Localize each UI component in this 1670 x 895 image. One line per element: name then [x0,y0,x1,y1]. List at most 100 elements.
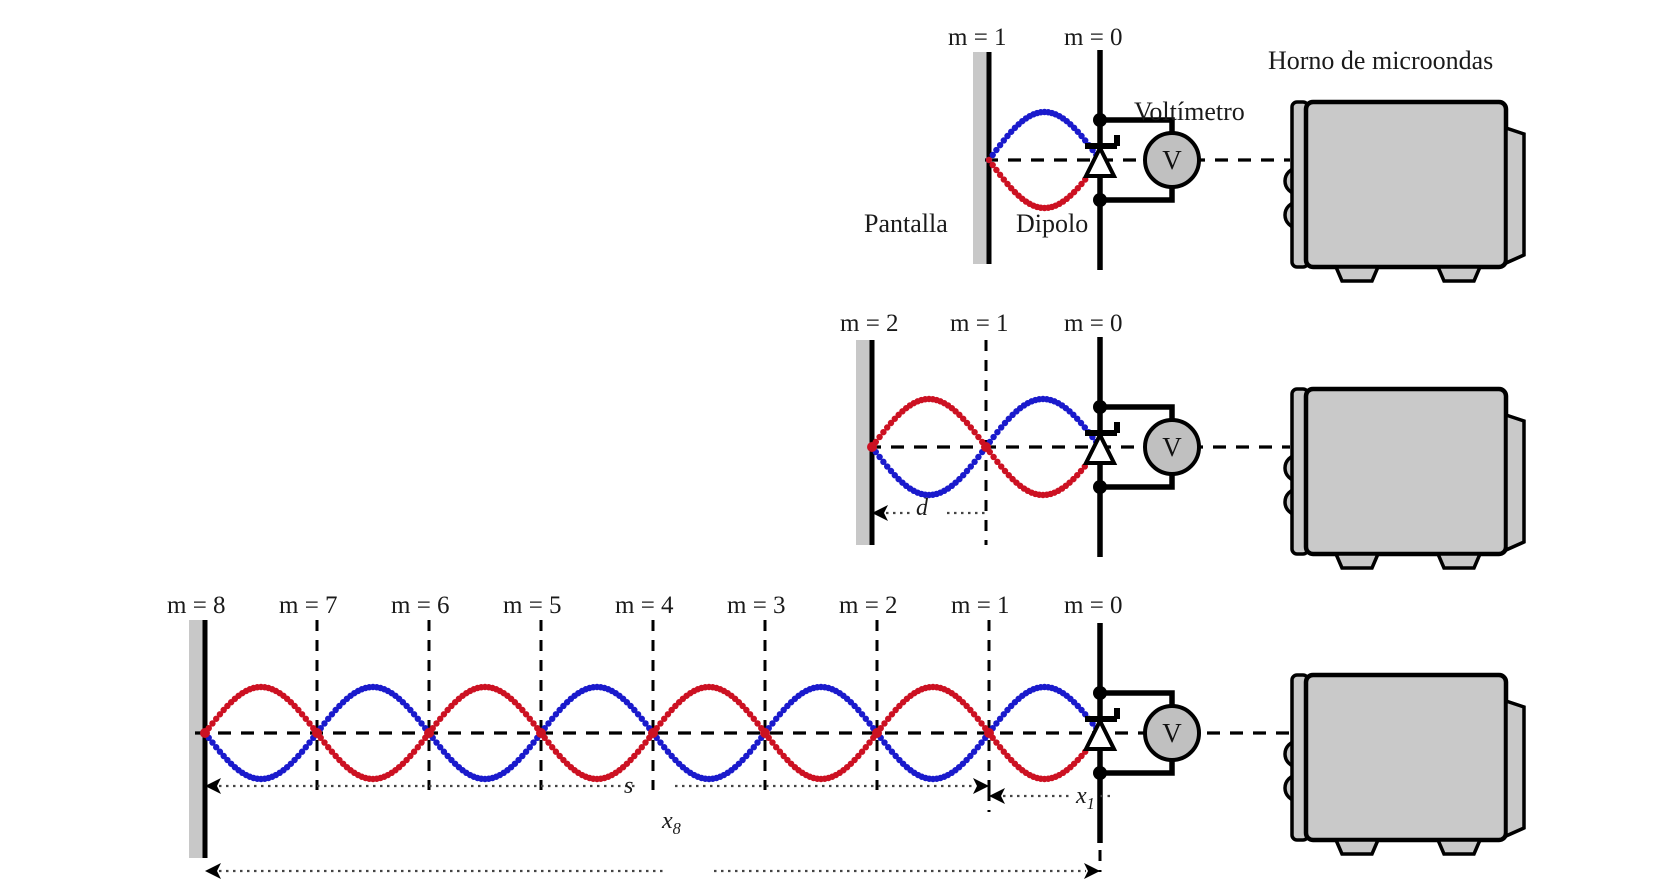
oven-body [1303,672,1509,843]
wave-lobe-down-p2-4 [537,729,657,783]
wave-lobe-red-p1-1 [868,395,990,451]
screen-slab [189,620,205,858]
order-label-p2-m2: m = 2 [839,592,898,619]
wave-lobe-up-p2-1 [201,683,321,737]
screen-p2 [189,620,208,858]
wave-lobe-blue-p1-1 [868,443,990,499]
node-dot-p2-0 [200,728,210,738]
wave-lobe-blue-p1-2 [982,395,1104,451]
order-label-p2-m3: m = 3 [727,592,786,619]
wire-bottom [1100,759,1175,776]
wave-lobe-red-p0-1 [985,156,1104,212]
dimension-x1 [989,788,1110,804]
wave-lobe-up-p2-2 [313,683,433,737]
screen-caption: Pantalla [864,209,948,238]
screen-slab [856,340,872,545]
oven-door-handle [1504,125,1526,266]
oven-caption: Horno de microondas [1268,46,1494,75]
wire-top [1100,404,1175,421]
oven-foot-right [1435,552,1483,570]
wave-lobe-up-p2-6 [761,683,881,737]
dim-arrow-left [205,778,221,794]
dimension-label-s: s [624,773,634,799]
wire-top [1100,117,1175,134]
wave-lobe-down-p2-1 [201,729,321,783]
node-dot-p2-2 [424,728,434,738]
dipole-caption: Dipolo [1016,209,1089,238]
order-label-p2-m8: m = 8 [167,592,226,619]
voltmeter-symbol: V [1162,432,1182,462]
oven-door-handle [1504,412,1526,553]
oven-body [1303,386,1509,557]
wave-lobe-down-p2-3 [425,729,545,783]
wire-top [1100,690,1175,707]
diode-triangle [1082,430,1118,465]
wave-lobe-down-p2-8 [985,729,1104,783]
node-dot-p2-5 [760,728,770,738]
wave-lobe-up-p2-8 [985,683,1104,737]
oven-p1 [1283,386,1526,570]
detector-p2: V [1082,623,1201,843]
voltmeter-body [1143,131,1201,189]
order-label-p2-m7: m = 7 [279,592,338,619]
voltmeter-symbol: V [1162,718,1182,748]
oven-p2 [1283,672,1526,856]
voltmeter-caption: Voltímetro [1134,97,1245,126]
voltmeter-symbol: V [1162,145,1182,175]
order-label-p1-m0: m = 0 [1064,310,1123,337]
voltmeter-body [1143,704,1201,762]
order-label-p2-m4: m = 4 [615,592,674,619]
wave-lobe-up-p2-7 [873,683,993,737]
diode-triangle [1082,143,1118,178]
node-dot-screen-p1 [867,442,877,452]
screen-slab [973,52,989,264]
dimension-x8 [205,863,1100,879]
node-dot-p2-6 [872,728,882,738]
order-label-p0-m1: m = 1 [948,24,1007,51]
dim-arrow-left [205,863,221,879]
dimension-d [872,505,986,521]
wire-bottom [1100,473,1175,490]
wave-lobe-down-p2-7 [873,729,993,783]
wave-lobe-blue-p0-1 [985,108,1104,164]
order-label-p1-m1: m = 1 [950,310,1009,337]
dimension-s [205,778,989,794]
wire-bottom [1100,186,1175,203]
order-label-p0-m0: m = 0 [1064,24,1123,51]
node-dot-p1 [981,442,991,452]
screen-p1 [856,340,875,545]
oven-foot-left [1333,552,1381,570]
oven-body [1303,99,1509,270]
order-label-p2-m0: m = 0 [1064,592,1123,619]
dim-arrow-left [989,788,1005,804]
wave-lobe-up-p2-4 [537,683,657,737]
oven-p0 [1283,99,1526,283]
node-dot-p2-4 [648,728,658,738]
detector-p1: V [1082,337,1201,557]
node-dot-p2-3 [536,728,546,738]
dimension-label-x1: x1 [1076,783,1095,813]
oven-foot-right [1435,265,1483,283]
dimension-label-d: d [916,495,928,521]
wave-lobe-up-p2-5 [649,683,769,737]
wave-lobe-down-p2-5 [649,729,769,783]
oven-foot-left [1333,838,1381,856]
dim-arrow-right [1084,863,1100,879]
dimension-label-x8: x8 [662,808,681,838]
order-label-p2-m6: m = 6 [391,592,450,619]
oven-foot-right [1435,838,1483,856]
oven-door-handle [1504,698,1526,839]
order-label-p1-m2: m = 2 [840,310,899,337]
node-dot-p2-7 [984,728,994,738]
dim-arrow-right [973,778,989,794]
wave-lobe-down-p2-2 [313,729,433,783]
diode-triangle [1082,716,1118,751]
wave-lobe-up-p2-3 [425,683,545,737]
voltmeter-body [1143,418,1201,476]
wave-lobe-red-p1-2 [982,443,1104,499]
dim-arrow-left [872,505,888,521]
node-dot-p2-1 [312,728,322,738]
oven-foot-left [1333,265,1381,283]
